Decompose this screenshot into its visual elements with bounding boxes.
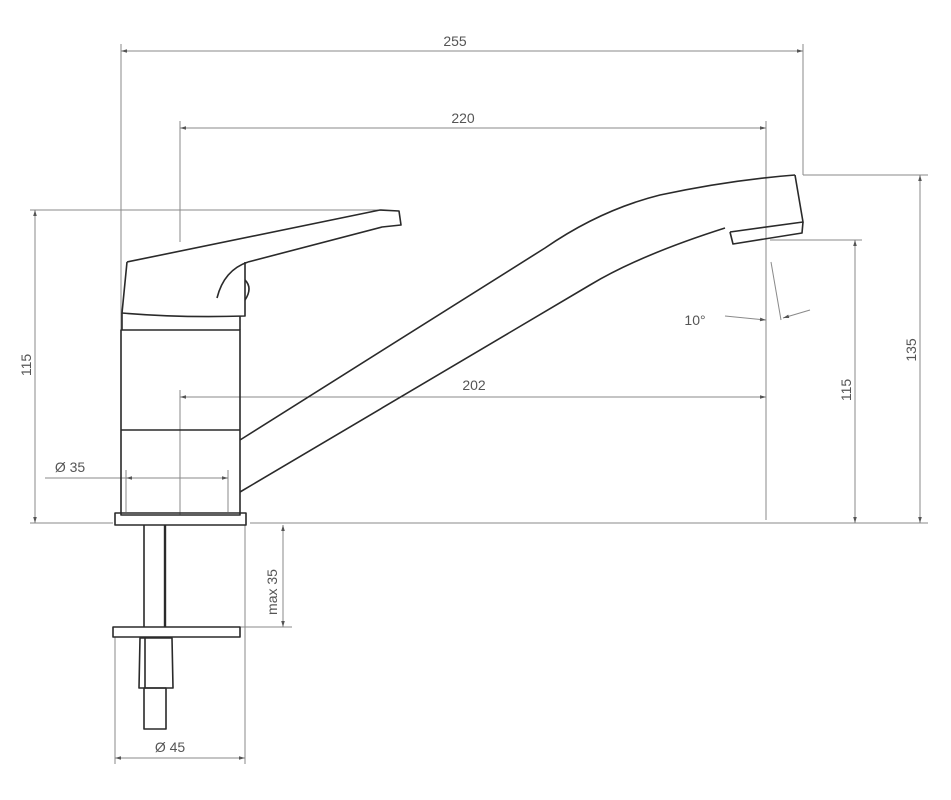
label-angle: 10° bbox=[684, 312, 705, 328]
label-255: 255 bbox=[443, 33, 467, 49]
label-d35: Ø 35 bbox=[55, 459, 86, 475]
extension-lines bbox=[30, 44, 928, 764]
stud bbox=[143, 687, 167, 730]
handle-arc bbox=[216, 261, 249, 299]
spout-bottom bbox=[239, 227, 726, 493]
label-202: 202 bbox=[462, 377, 486, 393]
lever-handle bbox=[121, 209, 402, 318]
aerator bbox=[729, 221, 804, 245]
label-115-right: 115 bbox=[838, 379, 854, 402]
body bbox=[120, 329, 241, 516]
dimension-labels: 255 220 202 115 135 115 Ø 35 Ø 45 max 35… bbox=[18, 33, 919, 755]
label-115-left: 115 bbox=[18, 354, 34, 377]
label-max35: max 35 bbox=[264, 569, 280, 615]
nut bbox=[138, 637, 174, 689]
handle-knob bbox=[244, 279, 250, 301]
label-d45: Ø 45 bbox=[155, 739, 186, 755]
angle-line-tilted bbox=[770, 261, 782, 321]
mounting-plate bbox=[112, 626, 241, 638]
spout-top bbox=[239, 174, 796, 441]
faucet-outline bbox=[112, 174, 804, 730]
dimension-lines bbox=[33, 49, 922, 760]
collar bbox=[121, 313, 241, 330]
base-plate bbox=[114, 512, 247, 526]
label-220: 220 bbox=[451, 110, 475, 126]
label-135: 135 bbox=[903, 338, 919, 362]
